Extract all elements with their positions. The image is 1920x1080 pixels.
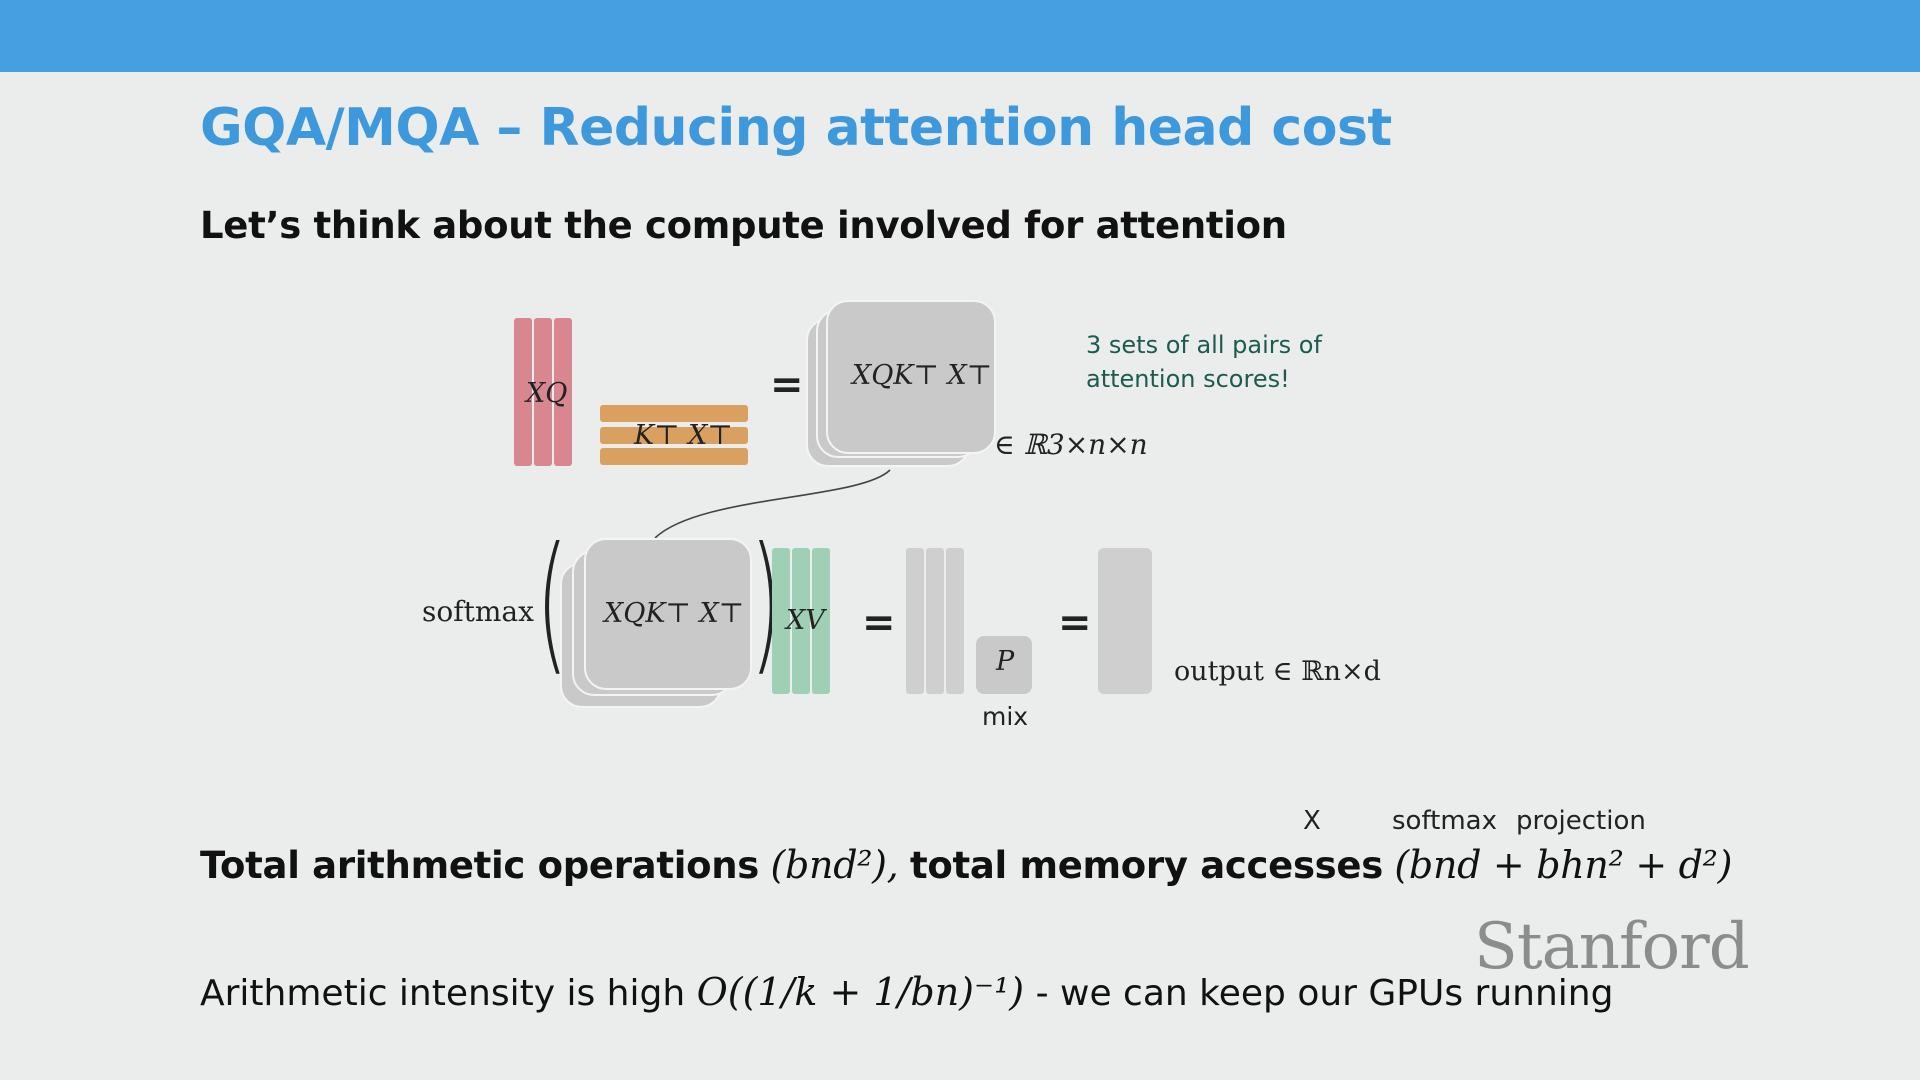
intensity-formula: O((1/k + 1/bn)⁻¹) bbox=[696, 970, 1025, 1014]
output-label: output ∈ ℝn×d bbox=[1174, 656, 1381, 687]
p-label: P bbox=[996, 646, 1015, 677]
mix-label: mix bbox=[982, 702, 1029, 731]
total-mem-formula: (bnd + bhn² + d²) bbox=[1394, 843, 1733, 887]
arithmetic-intensity-line: Arithmetic intensity is high O((1/k + 1/… bbox=[200, 970, 1613, 1014]
stanford-logo: Stanford bbox=[1474, 910, 1750, 984]
intensity-suffix: - we can keep our GPUs running bbox=[1035, 973, 1614, 1014]
output-matrix bbox=[1098, 548, 1152, 694]
ktxt-label: K⊤ X⊤ bbox=[634, 420, 733, 451]
total-operations-line: Total arithmetic operations (bnd²), tota… bbox=[200, 843, 1732, 887]
top-banner bbox=[0, 0, 1920, 72]
projection-term-label: projection bbox=[1516, 806, 1646, 836]
scores-space-label: ∈ ℝ3×n×n bbox=[994, 428, 1148, 461]
x-term-label: X bbox=[1303, 806, 1321, 836]
total-ops-prefix: Total arithmetic operations bbox=[200, 844, 759, 887]
softmax-label: softmax bbox=[422, 595, 534, 628]
equals-sign-1: = bbox=[770, 362, 804, 408]
slide-subtitle: Let’s think about the compute involved f… bbox=[200, 204, 1287, 247]
slide-title: GQA/MQA – Reducing attention head cost bbox=[200, 98, 1392, 158]
p-matrix bbox=[976, 636, 1032, 694]
total-ops-formula: (bnd²), bbox=[770, 843, 899, 887]
total-mem-text: total memory accesses bbox=[909, 844, 1383, 887]
softmax-scores-label: XQK⊤ X⊤ bbox=[604, 598, 745, 629]
xq-label: XQ bbox=[526, 378, 568, 409]
softmax-term-label: softmax bbox=[1392, 806, 1497, 836]
equals-sign-3: = bbox=[1058, 600, 1092, 646]
xv-label: XV bbox=[786, 605, 825, 636]
equals-sign-2: = bbox=[862, 600, 896, 646]
scores-note: 3 sets of all pairs of attention scores! bbox=[1086, 331, 1322, 393]
intensity-prefix: Arithmetic intensity is high bbox=[200, 973, 686, 1014]
scores-label: XQK⊤ X⊤ bbox=[852, 360, 993, 391]
